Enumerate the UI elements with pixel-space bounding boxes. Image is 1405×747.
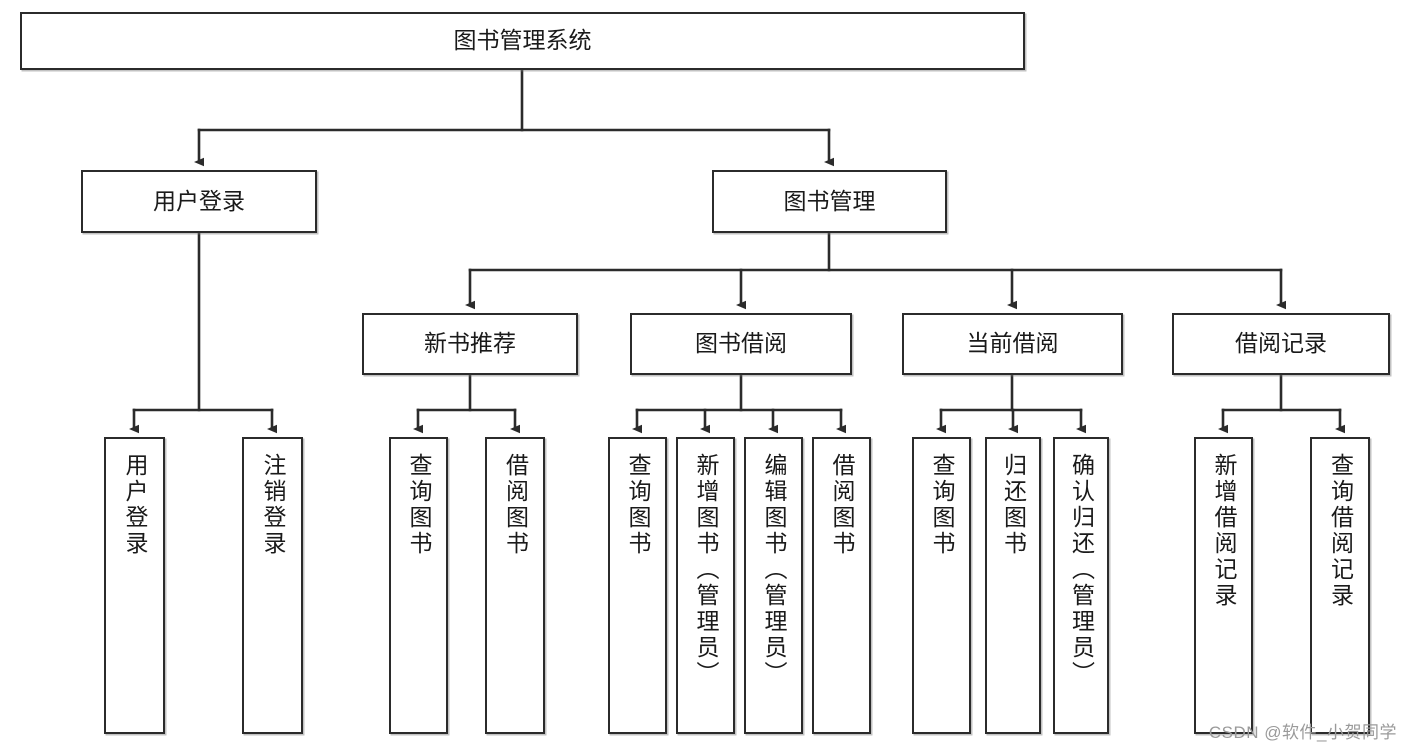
node-new-book-recommend-label: 新书推荐 [424, 330, 516, 357]
leaf-return-book-label: 归还图书 [1000, 453, 1027, 557]
leaf-current-query-book[interactable]: 查询图书 [912, 437, 971, 734]
node-borrow-record[interactable]: 借阅记录 [1172, 313, 1390, 375]
node-borrow-record-label: 借阅记录 [1235, 330, 1327, 357]
leaf-user-login-label: 用户登录 [122, 453, 148, 557]
leaf-add-book-admin-label: 新增图书（管理员） [693, 453, 719, 687]
leaf-recommend-query-book[interactable]: 查询图书 [389, 437, 448, 734]
node-new-book-recommend[interactable]: 新书推荐 [362, 313, 578, 375]
leaf-borrow-query-book[interactable]: 查询图书 [608, 437, 667, 734]
leaf-return-book[interactable]: 归还图书 [985, 437, 1041, 734]
node-book-borrow-label: 图书借阅 [695, 330, 787, 357]
leaf-confirm-return-admin[interactable]: 确认归还（管理员） [1053, 437, 1109, 734]
node-book-management-label: 图书管理 [783, 187, 876, 214]
leaf-recommend-borrow-book[interactable]: 借阅图书 [485, 437, 545, 734]
leaf-user-logout-label: 注销登录 [260, 453, 286, 557]
leaf-borrow-book[interactable]: 借阅图书 [812, 437, 871, 734]
leaf-confirm-return-admin-label: 确认归还（管理员） [1068, 453, 1095, 687]
leaf-add-book-admin[interactable]: 新增图书（管理员） [676, 437, 735, 734]
leaf-current-query-book-label: 查询图书 [929, 453, 955, 557]
watermark: CSDN @软件_小贺同学 [1208, 723, 1397, 742]
leaf-add-borrow-record[interactable]: 新增借阅记录 [1194, 437, 1253, 734]
node-book-borrow[interactable]: 图书借阅 [630, 313, 852, 375]
leaf-recommend-query-book-label: 查询图书 [406, 453, 432, 557]
node-user-login[interactable]: 用户登录 [81, 170, 317, 233]
node-book-management[interactable]: 图书管理 [712, 170, 947, 233]
leaf-query-borrow-record-label: 查询借阅记录 [1327, 453, 1354, 609]
node-root-label: 图书管理系统 [453, 27, 592, 54]
leaf-user-login[interactable]: 用户登录 [104, 437, 165, 734]
leaf-add-borrow-record-label: 新增借阅记录 [1211, 453, 1237, 609]
leaf-query-borrow-record[interactable]: 查询借阅记录 [1310, 437, 1370, 734]
leaf-edit-book-admin-label: 编辑图书（管理员） [761, 453, 787, 687]
leaf-borrow-query-book-label: 查询图书 [625, 453, 651, 557]
leaf-recommend-borrow-book-label: 借阅图书 [502, 453, 529, 557]
leaf-edit-book-admin[interactable]: 编辑图书（管理员） [744, 437, 803, 734]
node-current-borrow[interactable]: 当前借阅 [902, 313, 1123, 375]
node-root[interactable]: 图书管理系统 [20, 12, 1025, 70]
leaf-borrow-book-label: 借阅图书 [829, 453, 855, 557]
node-current-borrow-label: 当前借阅 [966, 330, 1059, 357]
leaf-user-logout[interactable]: 注销登录 [242, 437, 303, 734]
node-user-login-label: 用户登录 [153, 187, 245, 214]
